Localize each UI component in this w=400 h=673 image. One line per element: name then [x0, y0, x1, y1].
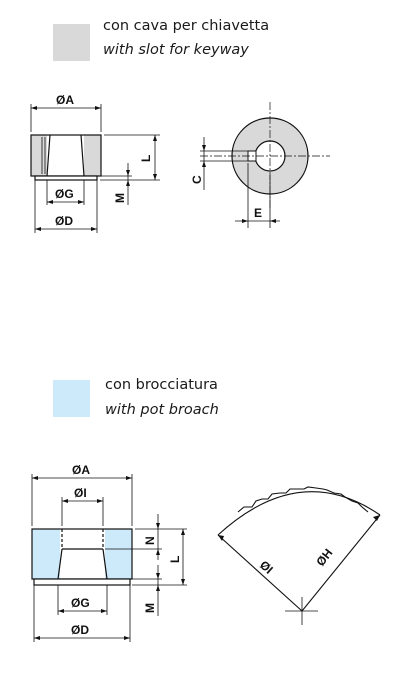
slot-bore-taper [47, 135, 84, 176]
broach-label-base-diameter: ØD [71, 623, 89, 637]
broach-label-inner-diameter: ØI [74, 486, 87, 500]
broach-hub-wall-left [32, 529, 60, 579]
caption-slot-italian: con cava per chiavetta [103, 18, 270, 34]
slot-label-bore: ØG [55, 187, 74, 201]
broach-label-bore: ØG [71, 596, 90, 610]
slot-label-base-diameter: ØD [55, 214, 73, 228]
slot-label-outer-diameter: ØA [56, 93, 74, 107]
blue-swatch [53, 380, 90, 417]
caption-broach-italian: con brocciatura [105, 377, 218, 393]
broach-side-view [31, 474, 187, 642]
slot-hub-wall-right [84, 135, 101, 176]
broach-label-flange: M [143, 603, 157, 613]
caption-broach-english: with pot broach [105, 402, 219, 418]
broach-label-length: L [168, 556, 182, 563]
caption-slot-english: with slot for keyway [103, 42, 249, 58]
slot-label-keyway-height: C [190, 175, 204, 184]
broach-label-outer-diameter: ØA [72, 463, 90, 477]
slot-front-view [200, 102, 330, 228]
broach-flange [33, 578, 131, 586]
slot-label-keyway-width: E [254, 206, 262, 220]
broach-hub-wall-right [105, 529, 132, 579]
gray-swatch [53, 24, 90, 61]
slot-label-flange: M [113, 193, 127, 203]
broach-label-depth: N [143, 536, 157, 545]
broach-label-arc-inner: ØI [257, 558, 276, 577]
slot-flange [34, 175, 98, 181]
broach-outer-arc [217, 491, 381, 536]
broach-tooth-profile [237, 486, 369, 513]
slot-label-length: L [139, 155, 153, 162]
slot-side-view [30, 104, 160, 233]
slot-hub-wall-left [31, 135, 47, 176]
broach-label-arc-outer: ØH [313, 546, 335, 569]
broach-tooth-sector [217, 486, 381, 625]
